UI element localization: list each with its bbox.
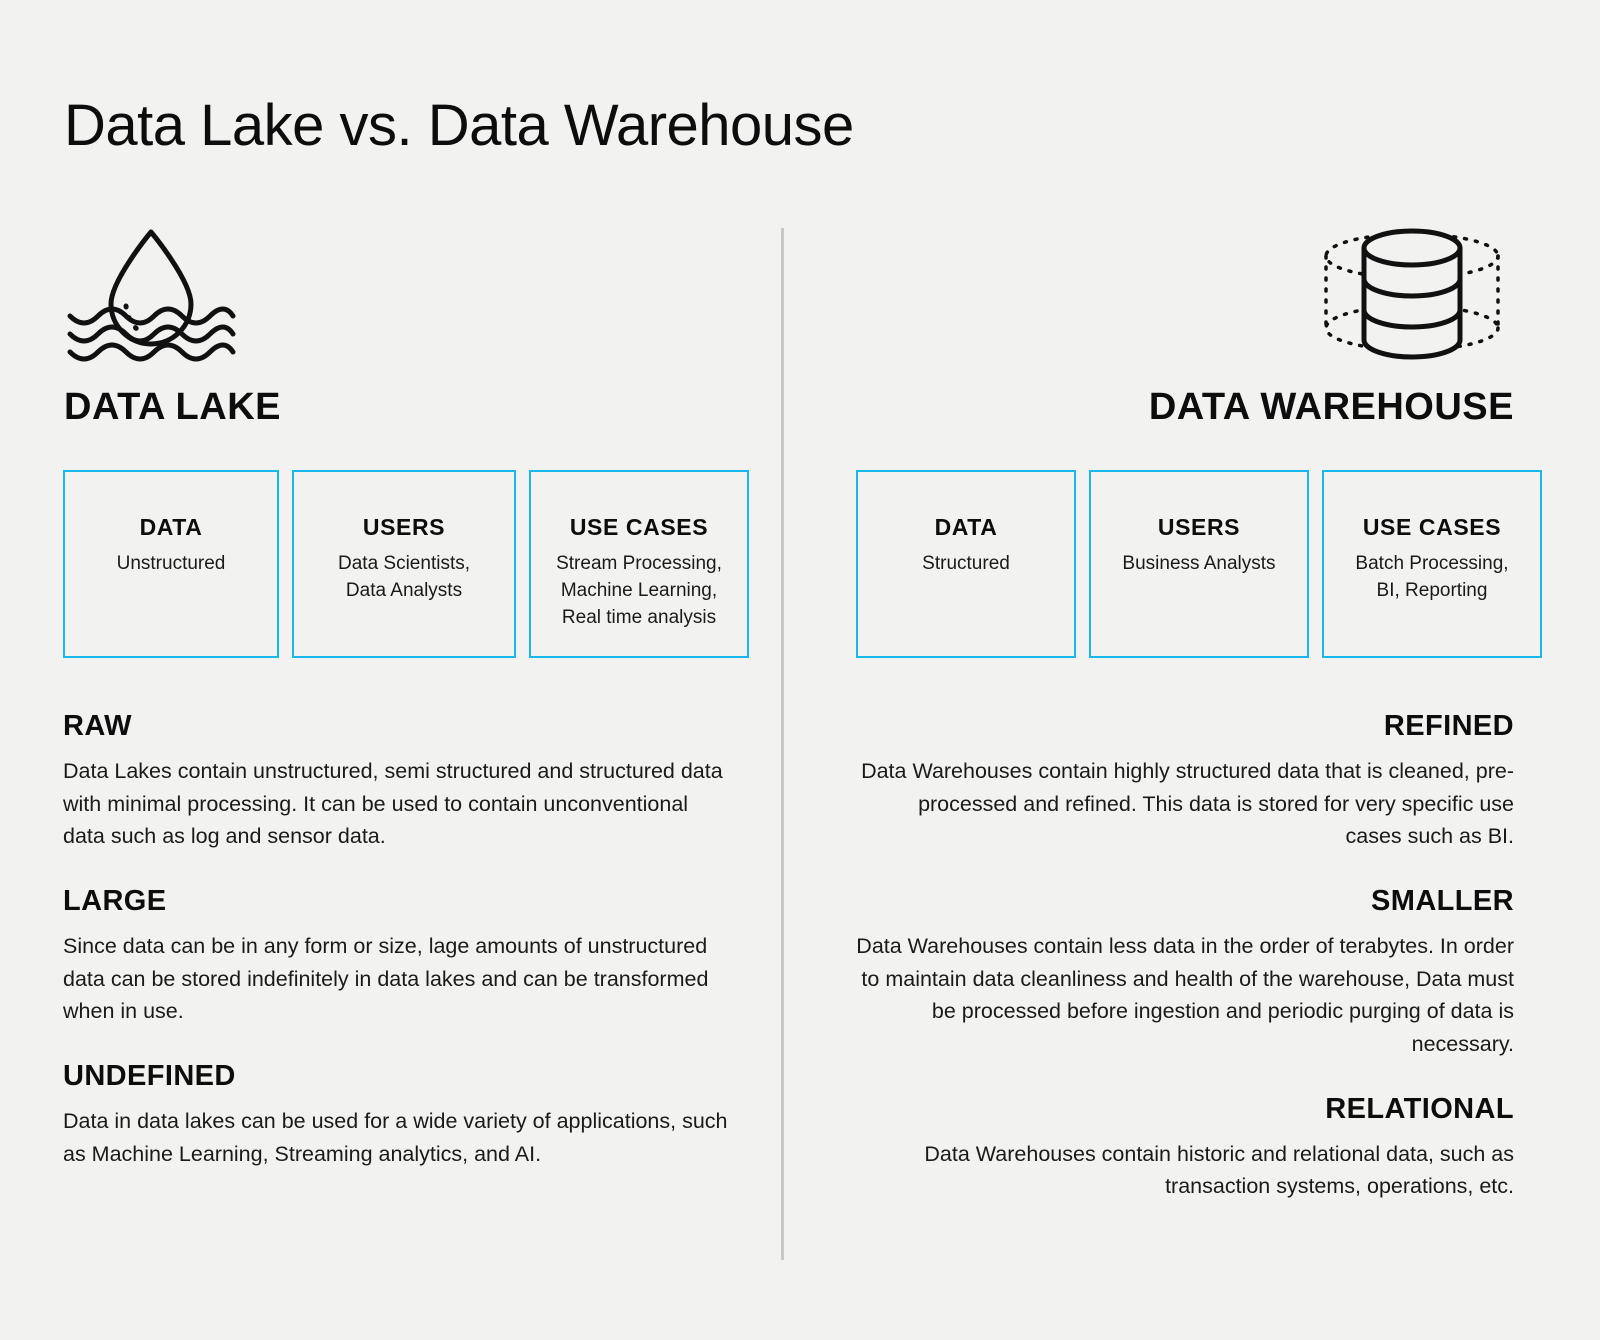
feature-title: UNDEFINED: [63, 1060, 236, 1093]
feature-body: Data Warehouses contain less data in the…: [856, 934, 1514, 1057]
feature-raw: RAW Data Lakes contain unstructured, sem…: [63, 712, 735, 853]
attribute-box-value: Batch Processing, BI, Reporting: [1355, 553, 1509, 601]
section-heading-data-warehouse: DATA WAREHOUSE: [1148, 386, 1514, 428]
feature-title: SMALLER: [1371, 885, 1514, 918]
attribute-box-use-cases[interactable]: USE CASES Batch Processing, BI, Reportin…: [1322, 470, 1542, 658]
attribute-boxes-data-lake: DATA Unstructured USERS Data Scientists,…: [63, 470, 749, 658]
feature-list-data-lake: RAW Data Lakes contain unstructured, sem…: [63, 712, 735, 1170]
attribute-box-use-cases[interactable]: USE CASES Stream Processing, Machine Lea…: [529, 470, 749, 658]
feature-undefined: UNDEFINED Data in data lakes can be used…: [63, 1062, 735, 1170]
attribute-box-title: USE CASES: [569, 514, 709, 540]
attribute-box-data[interactable]: DATA Unstructured: [63, 470, 279, 658]
attribute-box-value: Business Analysts: [1122, 553, 1276, 574]
feature-refined: REFINED Data Warehouses contain highly s…: [856, 712, 1514, 853]
attribute-box-value: Data Scientists, Data Analysts: [338, 553, 470, 601]
feature-title: RELATIONAL: [1325, 1092, 1514, 1125]
attribute-box-title: USE CASES: [1362, 514, 1502, 540]
attribute-box-users[interactable]: USERS Business Analysts: [1089, 470, 1309, 658]
feature-relational: RELATIONAL Data Warehouses contain histo…: [856, 1092, 1514, 1203]
section-heading-data-lake: DATA LAKE: [64, 386, 281, 428]
attribute-box-users[interactable]: USERS Data Scientists, Data Analysts: [292, 470, 516, 658]
page-title: Data Lake vs. Data Warehouse: [64, 92, 854, 158]
attribute-box-value: Unstructured: [116, 553, 226, 574]
attribute-box-data[interactable]: DATA Structured: [856, 470, 1076, 658]
feature-large: LARGE Since data can be in any form or s…: [63, 887, 735, 1028]
attribute-box-title: USERS: [362, 514, 446, 540]
feature-body: Data Warehouses contain historic and rel…: [924, 1141, 1514, 1199]
attribute-box-title: USERS: [1157, 514, 1241, 540]
attribute-box-value: Stream Processing, Machine Learning, Rea…: [556, 553, 722, 628]
attribute-boxes-data-warehouse: DATA Structured USERS Business Analysts …: [856, 470, 1542, 658]
database-cylinder-icon-svg: [1324, 228, 1500, 360]
feature-body: Since data can be in any form or size, l…: [63, 934, 709, 1024]
water-droplet-waves-icon-svg: [67, 229, 236, 362]
attribute-box-value: Structured: [922, 553, 1010, 574]
feature-body: Data in data lakes can be used for a wid…: [63, 1109, 728, 1166]
feature-title: LARGE: [63, 885, 167, 918]
feature-list-data-warehouse: REFINED Data Warehouses contain highly s…: [856, 712, 1514, 1203]
water-droplet-waves-icon: [64, 222, 239, 362]
feature-title: RAW: [63, 710, 132, 742]
attribute-box-title: DATA: [934, 514, 998, 540]
attribute-box-title: DATA: [139, 514, 203, 540]
feature-title: REFINED: [1383, 710, 1514, 742]
database-cylinder-icon: [1310, 222, 1515, 362]
column-divider: [781, 228, 784, 1260]
feature-smaller: SMALLER Data Warehouses contain less dat…: [856, 887, 1514, 1061]
feature-body: Data Warehouses contain highly structure…: [861, 759, 1514, 849]
feature-body: Data Lakes contain unstructured, semi st…: [63, 759, 723, 849]
